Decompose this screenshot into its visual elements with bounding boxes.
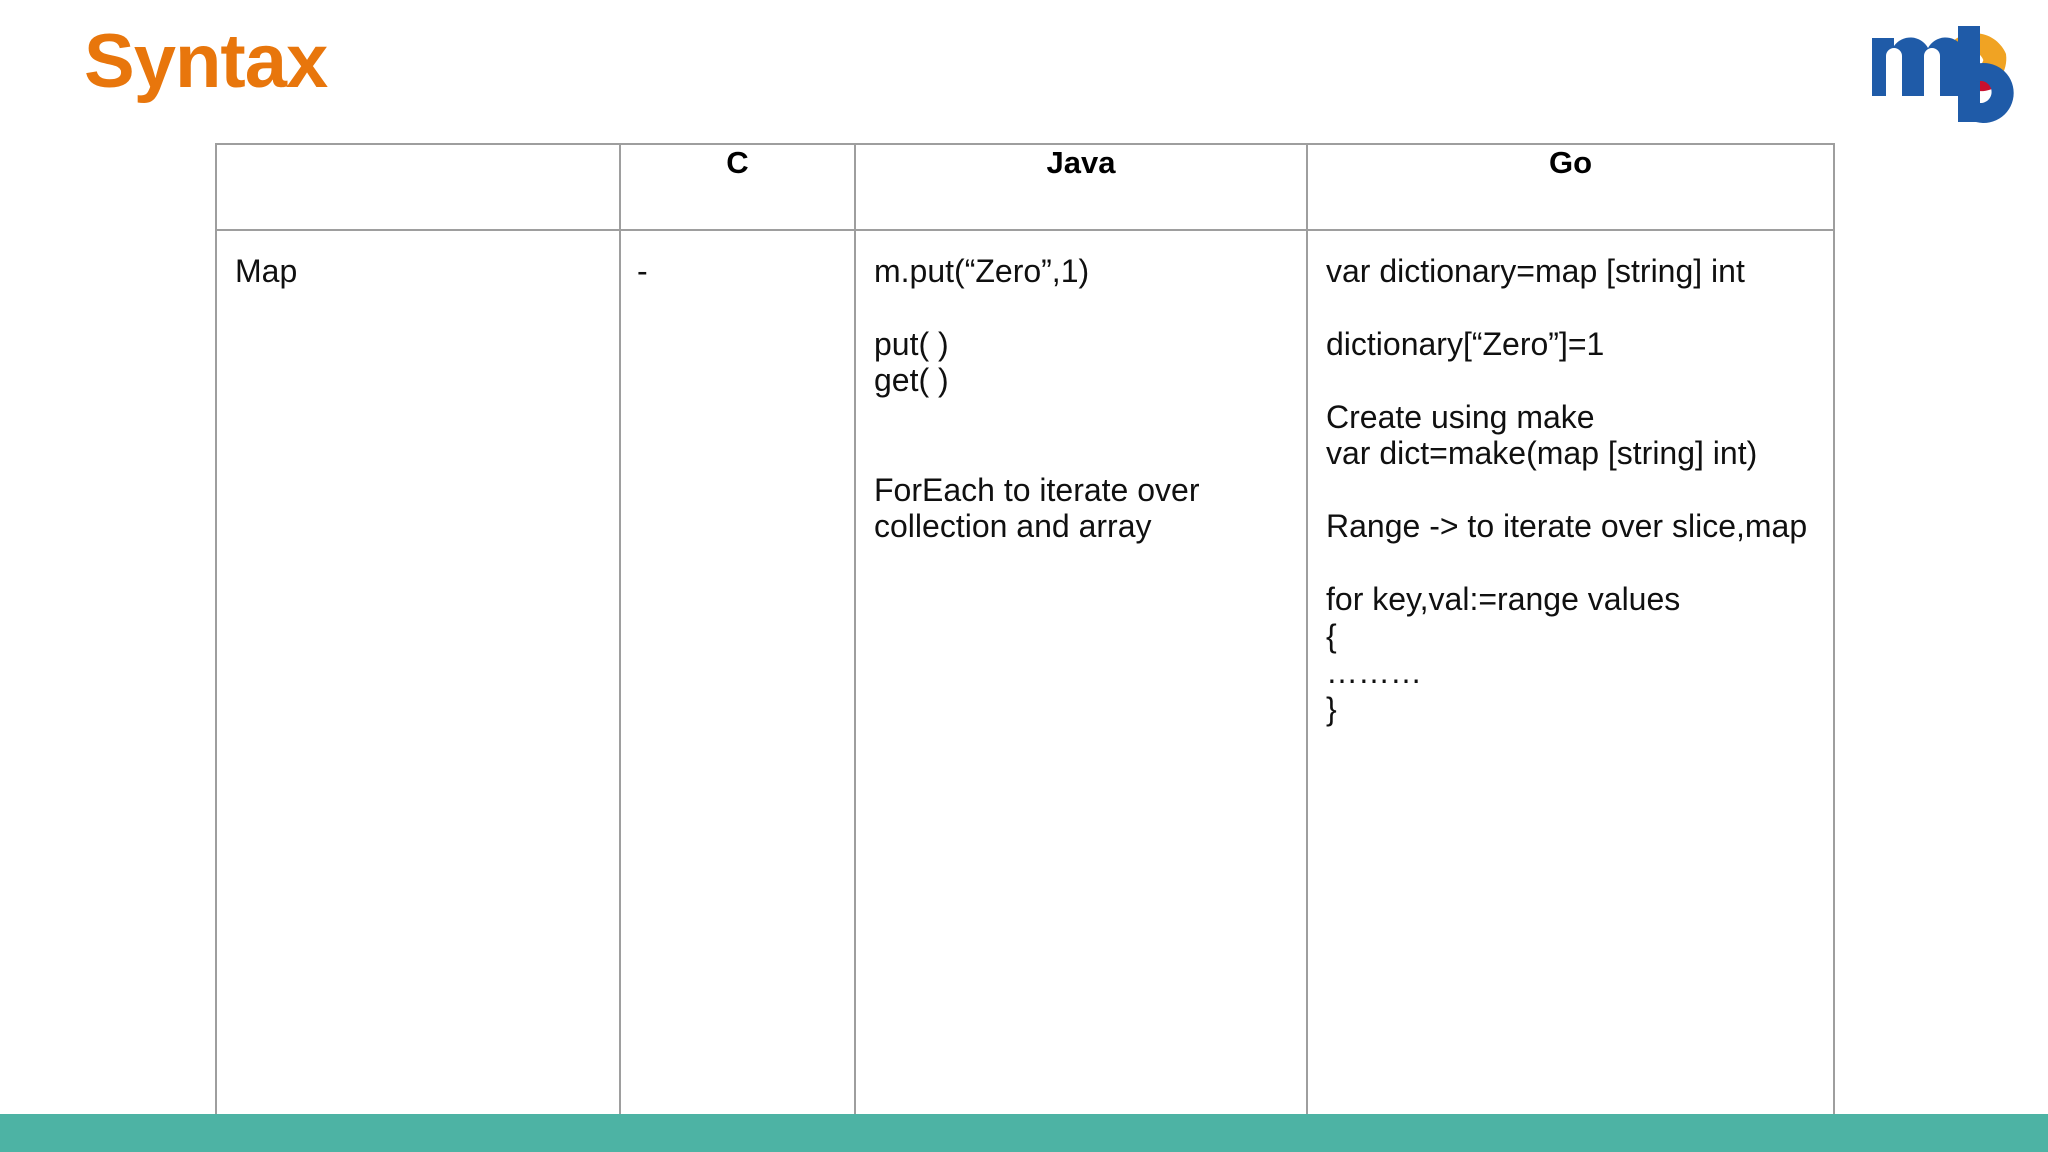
cell-feature: Map xyxy=(215,229,621,1135)
page-title: Syntax xyxy=(84,19,328,104)
bottom-accent-bar xyxy=(0,1114,2048,1152)
cell-c: - xyxy=(619,229,856,1135)
cell-java-text: m.put(“Zero”,1) put( ) get( ) ForEach to… xyxy=(874,253,1200,545)
column-header-feature xyxy=(215,143,621,231)
column-header-java: Java xyxy=(854,143,1308,231)
brand-logo xyxy=(1866,8,2026,126)
mb-logo-icon xyxy=(1872,26,2014,123)
cell-java: m.put(“Zero”,1) put( ) get( ) ForEach to… xyxy=(854,229,1308,1135)
syntax-comparison-table: C Java Go Map - m.put(“Zero”,1) put( ) g… xyxy=(215,143,1835,1135)
cell-go: var dictionary=map [string] int dictiona… xyxy=(1306,229,1835,1135)
cell-go-text: var dictionary=map [string] int dictiona… xyxy=(1326,253,1808,727)
table-header: C Java Go xyxy=(215,143,1835,231)
table-body: Map - m.put(“Zero”,1) put( ) get( ) ForE… xyxy=(215,229,1835,1135)
table-header-row: C Java Go xyxy=(215,143,1835,231)
table-row: Map - m.put(“Zero”,1) put( ) get( ) ForE… xyxy=(215,229,1835,1135)
column-header-c: C xyxy=(619,143,856,231)
cell-feature-text: Map xyxy=(235,253,298,289)
cell-c-text: - xyxy=(637,253,648,289)
column-header-go: Go xyxy=(1306,143,1835,231)
